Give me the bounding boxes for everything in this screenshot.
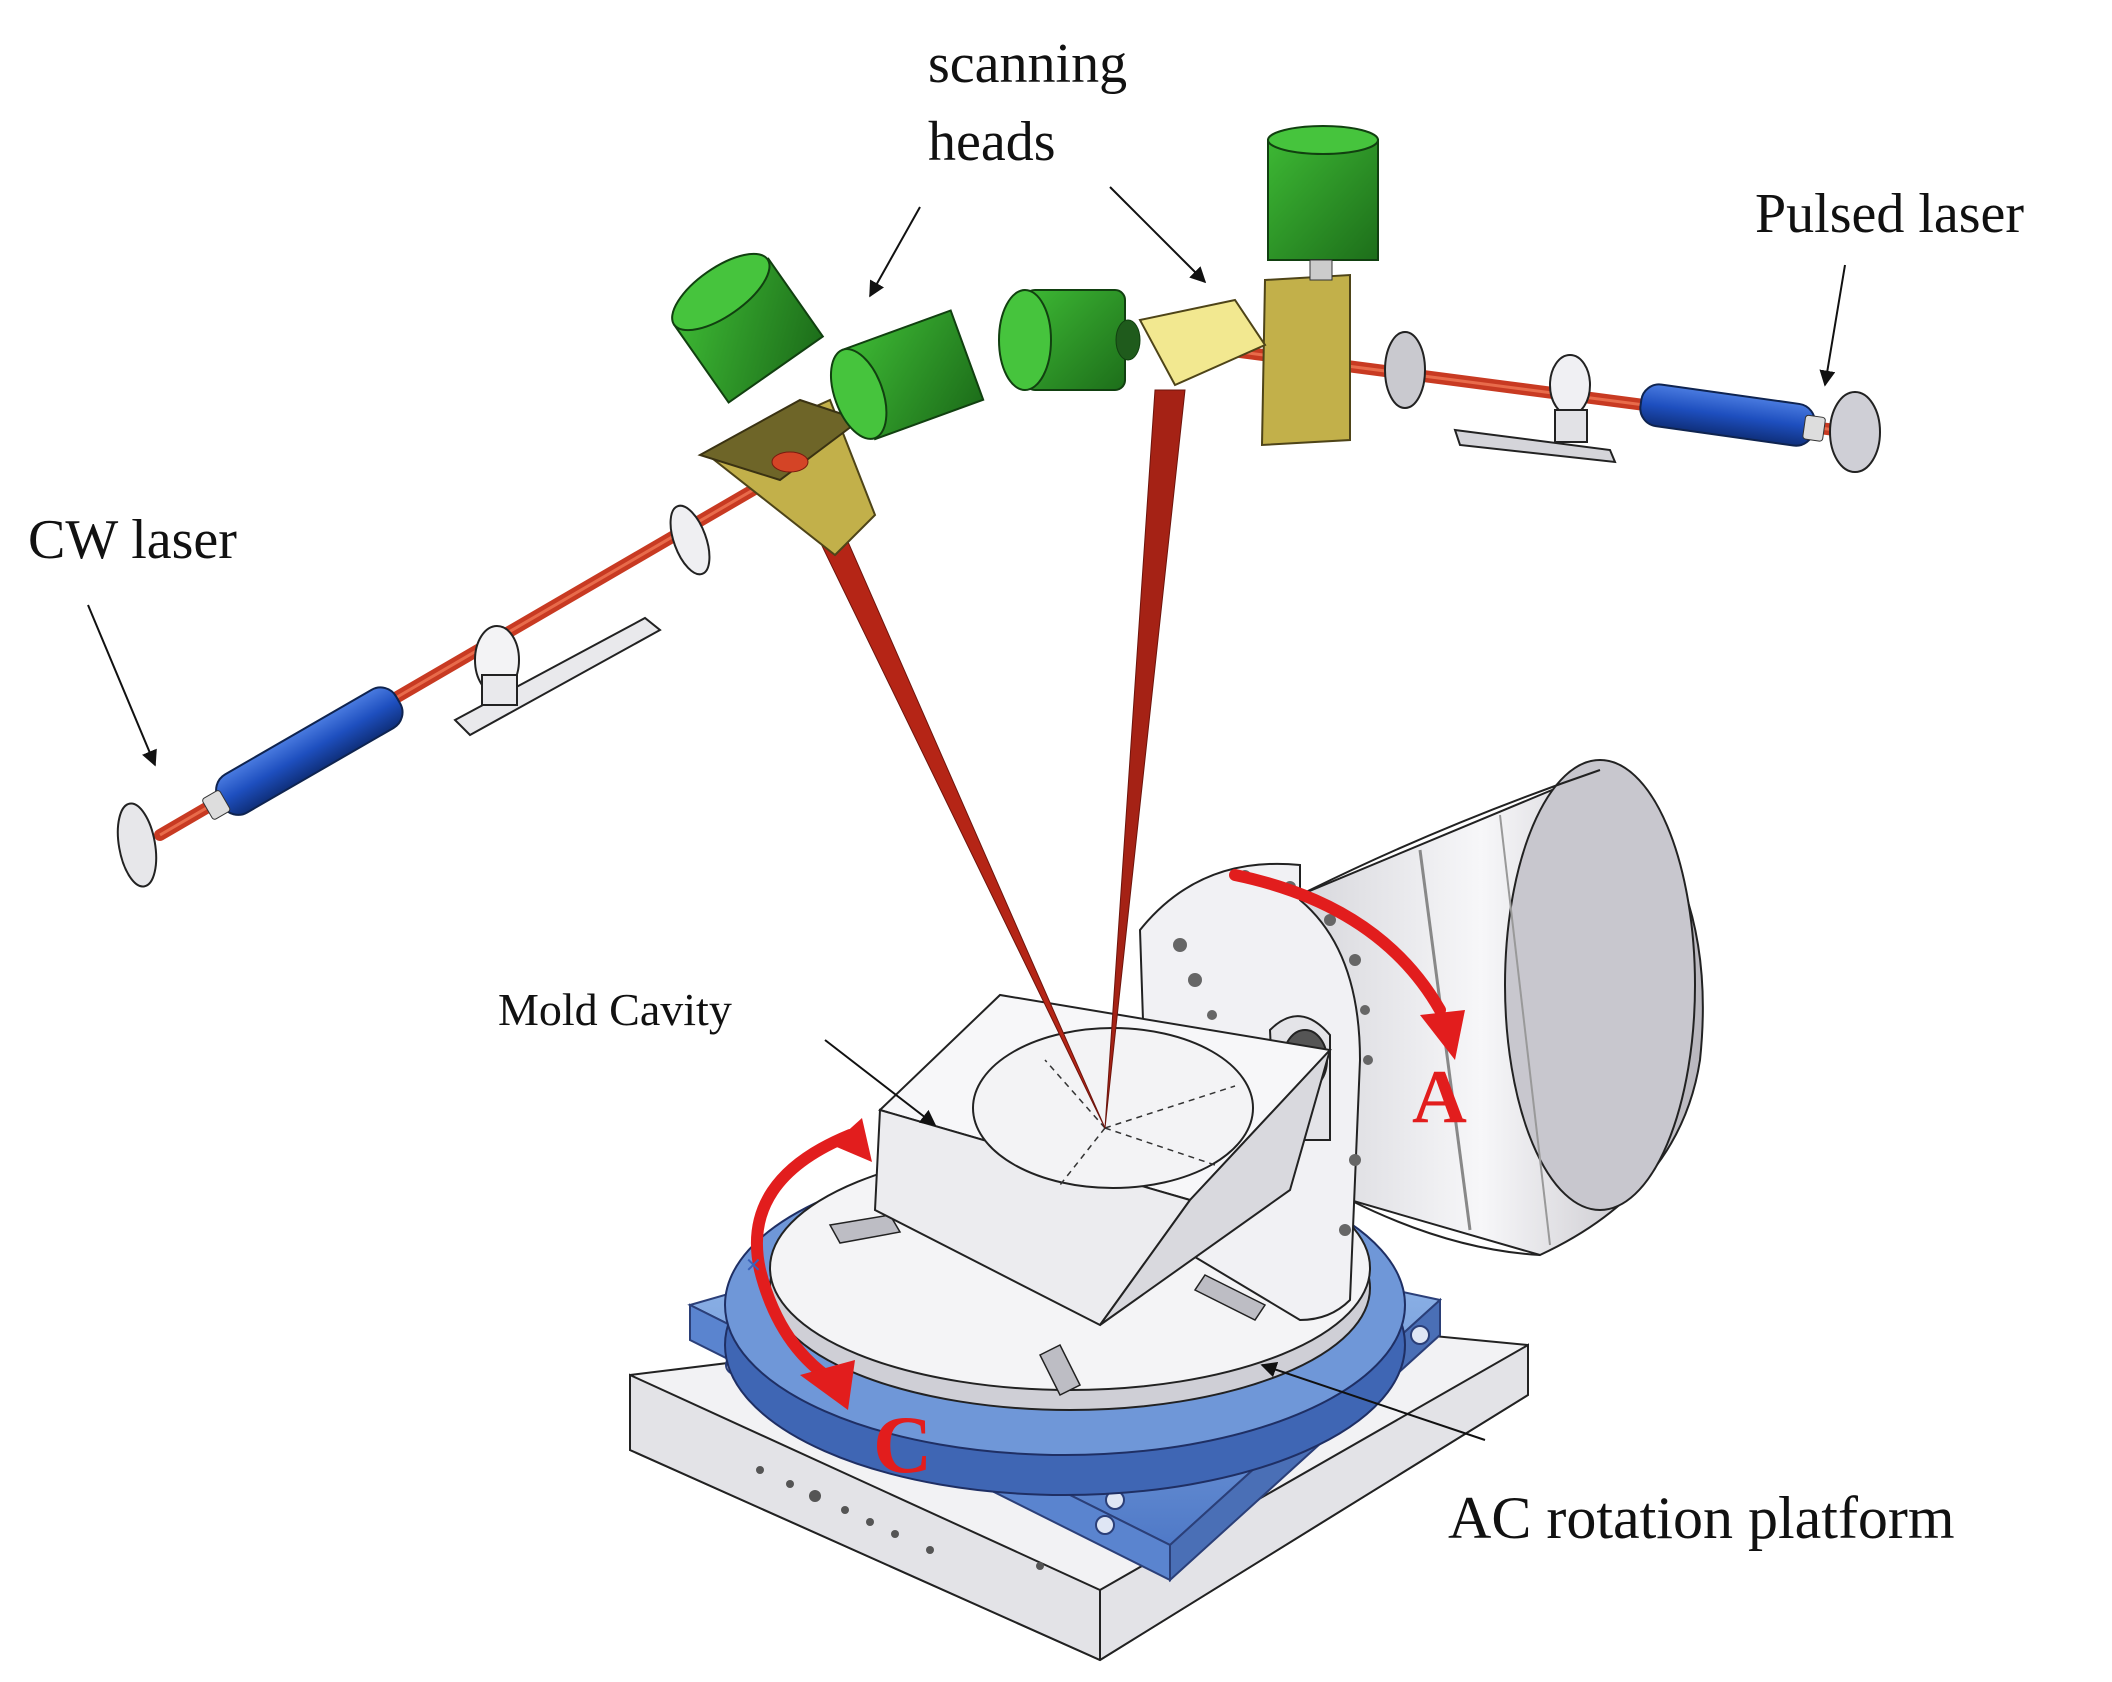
scan-path-lines bbox=[1044, 1059, 1236, 1186]
right-galvo-motor-top bbox=[1267, 125, 1379, 281]
cw-laser-tube bbox=[202, 686, 404, 820]
pulsed-lens bbox=[1384, 331, 1426, 409]
left-galvo-motor-a bbox=[671, 252, 825, 404]
right-scanning-head bbox=[998, 125, 1379, 447]
laser-beam-cones bbox=[789, 389, 1186, 1129]
cw-lens bbox=[669, 504, 711, 576]
pulsed-laser-train bbox=[1219, 331, 1881, 473]
axis-c-label: C bbox=[873, 1399, 932, 1490]
scanning-heads-label-line2: heads bbox=[928, 111, 1056, 173]
c-axis-rotation-arrow: ✕ bbox=[745, 1118, 872, 1410]
scanning-heads-right-arrow bbox=[1109, 186, 1207, 284]
pulsed-laser-tube bbox=[1639, 383, 1826, 447]
c-axis-marker: ✕ bbox=[745, 1253, 762, 1277]
pulsed-end-disk bbox=[1829, 391, 1881, 473]
left-galvo-motor-b bbox=[830, 309, 985, 441]
ac-platform-arrow bbox=[1260, 1362, 1486, 1441]
right-galvo-motor-side bbox=[998, 289, 1141, 391]
ac-platform-label: AC rotation platform bbox=[1448, 1485, 1955, 1551]
cw-laser-train bbox=[116, 452, 814, 888]
axis-a-label: A bbox=[1412, 1055, 1467, 1139]
pulsed-mount-clamp bbox=[1453, 354, 1617, 464]
pulsed-laser-arrow bbox=[1819, 264, 1846, 387]
cw-laser-arrow bbox=[87, 604, 157, 767]
cw-mount-clamp bbox=[453, 616, 662, 737]
pulsed-laser-label: Pulsed laser bbox=[1755, 183, 2024, 245]
cw-end-disk bbox=[116, 802, 158, 888]
a-axis-rotation-arrow bbox=[1229, 869, 1465, 1060]
left-scanning-head bbox=[671, 252, 985, 557]
mold-cavity-block bbox=[873, 993, 1333, 1327]
mold-cavity-label: Mold Cavity bbox=[498, 984, 732, 1035]
base-plate-holes bbox=[756, 1466, 1044, 1570]
callout-arrows bbox=[87, 186, 1846, 1441]
scanning-heads-label-line1: scanning bbox=[928, 33, 1127, 95]
mold-cavity-arrow bbox=[824, 1039, 937, 1126]
cw-laser-label: CW laser bbox=[28, 509, 237, 571]
scanning-heads-left-arrow bbox=[869, 206, 921, 298]
